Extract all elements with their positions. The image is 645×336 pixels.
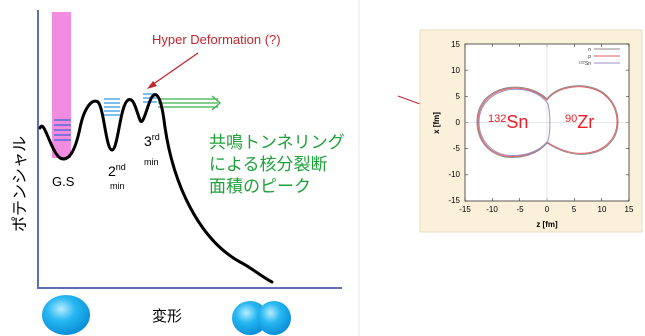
svg-text:による核分裂断: による核分裂断 xyxy=(209,155,328,175)
inset-legend: n p 132Sn xyxy=(578,47,620,67)
inset-x-label: z [fm] xyxy=(536,220,558,229)
y-tick-label: 5 xyxy=(456,92,461,101)
svg-text:min: min xyxy=(144,157,159,167)
y-tick-label: -10 xyxy=(448,170,460,179)
y-tick-label: -5 xyxy=(453,144,461,153)
y-tick-label: 10 xyxy=(451,66,460,75)
x-tick-label: 15 xyxy=(625,205,634,214)
x-axis-label: 変形 xyxy=(152,307,182,325)
inset-y-label: x [fm] xyxy=(432,112,441,134)
legend-n-label: n xyxy=(588,47,591,53)
inset-x-ticklabels: -15 -10 -5 0 5 10 15 xyxy=(459,205,634,214)
potential-plot: Hyper Deformation (?) ポテンシャル 変形 G.S 2nd … xyxy=(10,10,345,335)
legend-sn-label: 132Sn xyxy=(578,60,591,68)
density-contour-sn xyxy=(478,88,551,156)
connector-line xyxy=(397,95,421,105)
x-tick-label: 10 xyxy=(598,205,607,214)
fragment-sn-label: 132Sn xyxy=(488,112,528,132)
x-tick-label: -15 xyxy=(459,205,471,214)
tunneling-arrows xyxy=(158,95,221,111)
svg-text:面積のピーク: 面積のピーク xyxy=(209,177,311,197)
y-axis-label: ポテンシャル xyxy=(10,136,29,232)
x-tick-label: 5 xyxy=(572,205,577,214)
hyper-arrow xyxy=(151,52,199,86)
second-min-levels xyxy=(104,98,120,116)
split-nucleus xyxy=(232,301,291,335)
svg-text:共鳴トンネリング: 共鳴トンネリング xyxy=(209,133,345,153)
potential-curve xyxy=(38,93,274,284)
svg-text:min: min xyxy=(110,181,125,191)
inset-panel: 15 10 5 0 -5 -10 -15 -15 -10 -5 0 5 10 1… xyxy=(419,29,643,233)
x-tick-label: -5 xyxy=(516,205,524,214)
resonance-description: 共鳴トンネリング による核分裂断 面積のピーク xyxy=(209,133,345,197)
ground-state-label: G.S xyxy=(52,174,75,189)
x-tick-label: 0 xyxy=(545,205,550,214)
y-tick-label: -15 xyxy=(448,196,460,205)
spherical-nucleus xyxy=(42,295,90,335)
x-tick-label: -10 xyxy=(486,205,498,214)
ground-state-levels xyxy=(54,119,71,141)
inset-ticks xyxy=(464,43,630,202)
second-min-label: 2nd min xyxy=(108,162,126,191)
y-tick-label: 15 xyxy=(451,40,460,49)
density-contour-n xyxy=(476,85,619,158)
svg-text:3rd: 3rd xyxy=(144,132,160,149)
svg-text:2nd: 2nd xyxy=(108,162,126,179)
legend-p-label: p xyxy=(588,54,591,60)
third-min-label: 3rd min xyxy=(144,132,160,167)
fragment-zr-label: 90Zr xyxy=(565,112,594,132)
hyper-arrow-head xyxy=(147,81,157,89)
hyper-deformation-label: Hyper Deformation (?) xyxy=(152,32,281,47)
ground-state-band xyxy=(52,12,71,158)
y-tick-label: 0 xyxy=(456,118,461,127)
inset-y-ticklabels: 15 10 5 0 -5 -10 -15 xyxy=(448,40,460,205)
